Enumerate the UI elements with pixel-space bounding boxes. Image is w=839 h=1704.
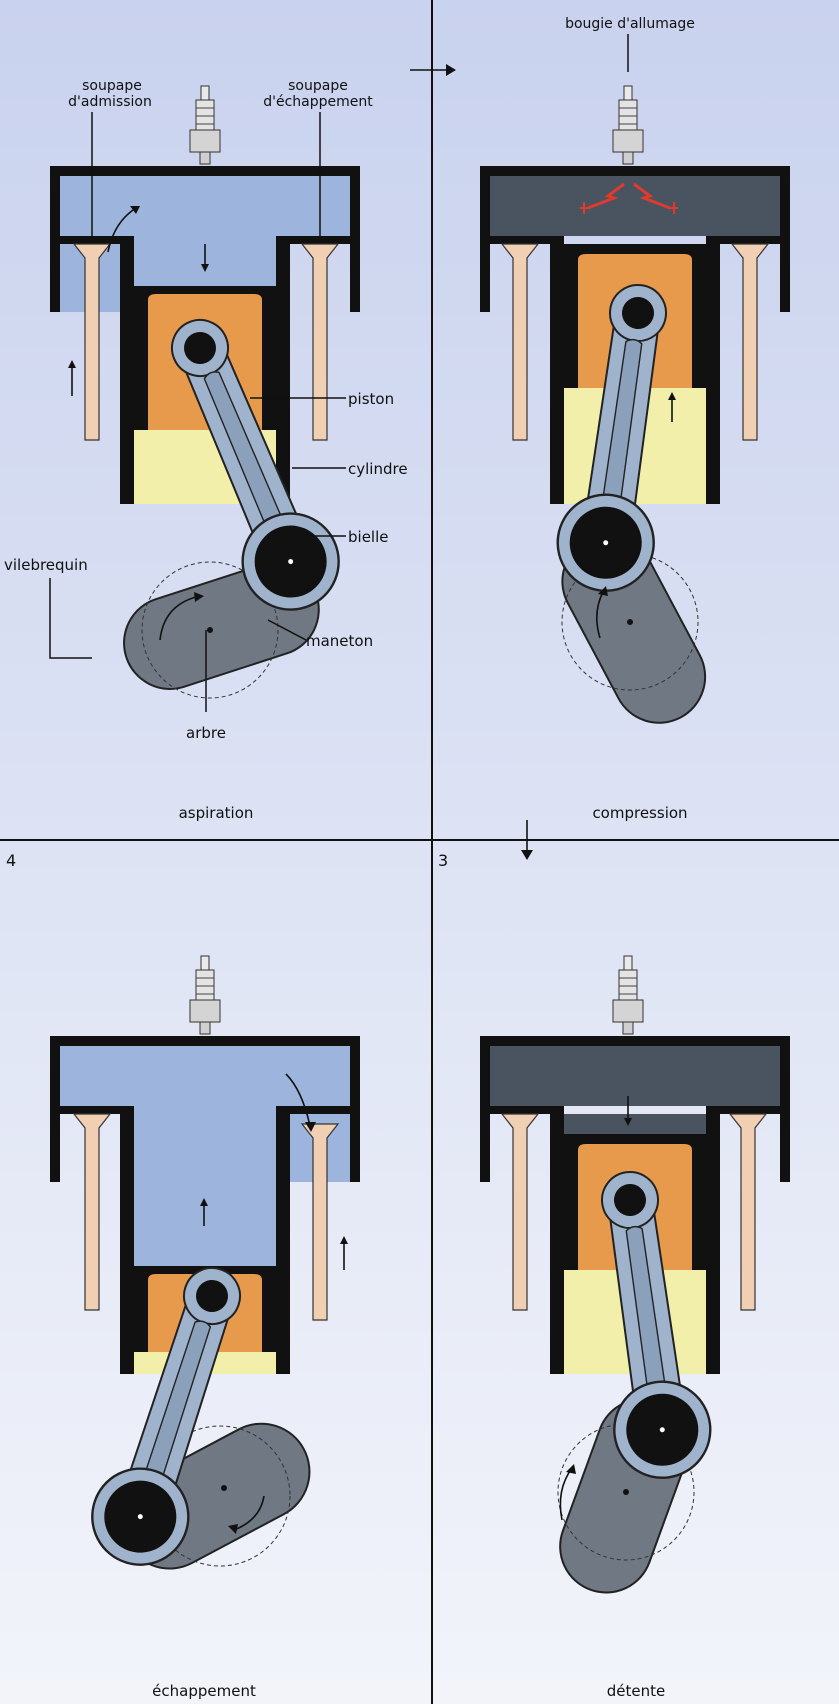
intake-flow-arrow [107, 207, 137, 253]
rotation-arrow [596, 586, 608, 639]
panel-expansion [480, 955, 790, 1594]
piston-down-arrow [201, 244, 209, 272]
intake-valve-label-line2: d'admission [68, 94, 152, 110]
fresh-charge [60, 176, 350, 286]
cylinder-label: cylindre [348, 460, 408, 478]
spark-plug-label: bougie d'allumage [565, 16, 695, 32]
intake-valve-up-arrow [68, 360, 76, 396]
exhaust-valve-up-arrow [340, 1236, 348, 1270]
flow-arrow-right [410, 64, 456, 76]
rotation-arrow [559, 1464, 576, 1521]
piston-up-arrow [668, 392, 676, 422]
piston-up-arrow [200, 1198, 208, 1226]
caption-panel-2: compression [592, 804, 687, 822]
exhaust-gas [60, 1046, 350, 1266]
flow-arrow-down [521, 820, 533, 860]
piston-label: piston [348, 390, 394, 408]
compressed-charge [490, 176, 780, 236]
crankpin-leader [267, 619, 307, 641]
caption-panel-1: aspiration [179, 804, 254, 822]
intake-valve-label-line1: soupape [82, 78, 142, 94]
crankshaft-leader [49, 578, 92, 659]
caption-panel-4: échappement [152, 1682, 256, 1700]
rotation-arrow [228, 1495, 265, 1534]
panel-compression [480, 85, 790, 724]
rod-label: bielle [348, 528, 388, 546]
panel-number-4: 4 [6, 851, 16, 870]
exhaust-flow-arrow [285, 1073, 311, 1127]
panel-exhaust [50, 955, 360, 1579]
piston-down-arrow [624, 1096, 632, 1126]
crankpin-label: maneton [306, 632, 373, 650]
caption-panel-3: détente [607, 1682, 665, 1700]
burning-gas [490, 1046, 780, 1106]
exhaust-valve-label-line2: d'échappement [263, 94, 373, 110]
panel-number-3: 3 [438, 851, 448, 870]
crankshaft-label: vilebrequin [4, 556, 88, 574]
rotation-arrow [159, 592, 204, 641]
spark-icon [580, 182, 678, 214]
panel-aspiration [50, 85, 360, 699]
shaft-label: arbre [186, 724, 226, 742]
exhaust-valve-label-line1: soupape [288, 78, 348, 94]
